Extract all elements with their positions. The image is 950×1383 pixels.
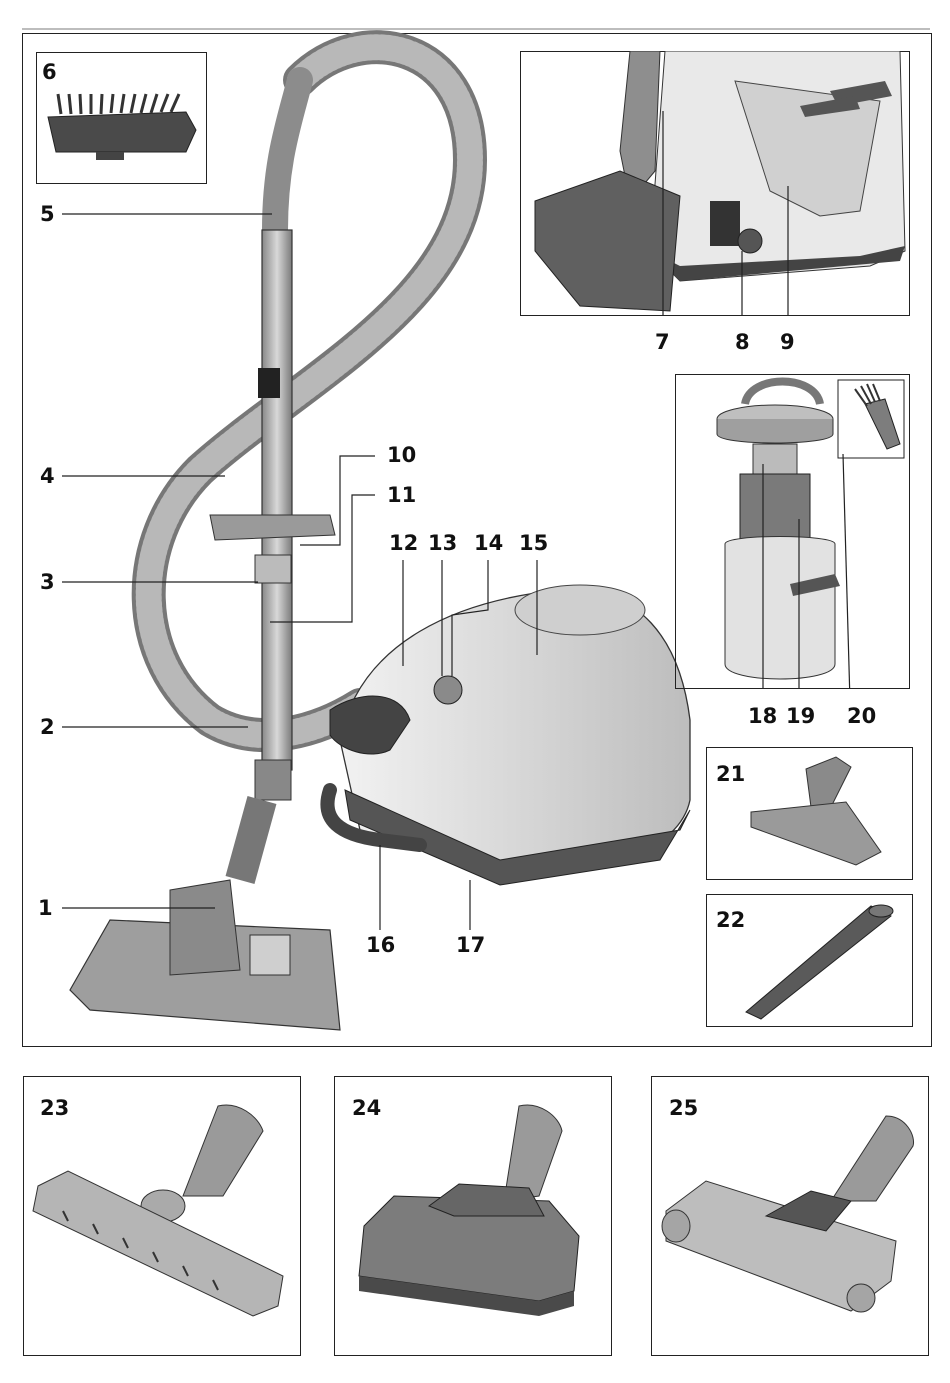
label-6: 6 <box>42 62 57 83</box>
label-12: 12 <box>389 533 418 554</box>
label-25: 25 <box>669 1098 698 1119</box>
label-9: 9 <box>780 332 795 353</box>
upholstery-brush-illustration <box>36 52 207 184</box>
label-1: 1 <box>38 898 53 919</box>
label-5: 5 <box>40 204 55 225</box>
dust-container-illustration <box>675 374 910 689</box>
label-22: 22 <box>716 910 745 931</box>
label-20: 20 <box>847 706 876 727</box>
label-4: 4 <box>40 466 55 487</box>
accessory-holder <box>210 515 335 540</box>
label-7: 7 <box>655 332 670 353</box>
label-3: 3 <box>40 572 55 593</box>
cleaning-brush-icon <box>855 384 900 449</box>
nozzle-park-illustration <box>520 51 910 316</box>
label-21: 21 <box>716 764 745 785</box>
label-8: 8 <box>735 332 750 353</box>
label-10: 10 <box>387 445 416 466</box>
handle-grip <box>275 80 300 230</box>
label-2: 2 <box>40 717 55 738</box>
label-15: 15 <box>519 533 548 554</box>
label-13: 13 <box>428 533 457 554</box>
label-11: 11 <box>387 485 416 506</box>
label-24: 24 <box>352 1098 381 1119</box>
label-14: 14 <box>474 533 503 554</box>
label-17: 17 <box>456 935 485 956</box>
label-16: 16 <box>366 935 395 956</box>
telescopic-tube <box>262 230 292 770</box>
label-19: 19 <box>786 706 815 727</box>
label-23: 23 <box>40 1098 69 1119</box>
label-18: 18 <box>748 706 777 727</box>
